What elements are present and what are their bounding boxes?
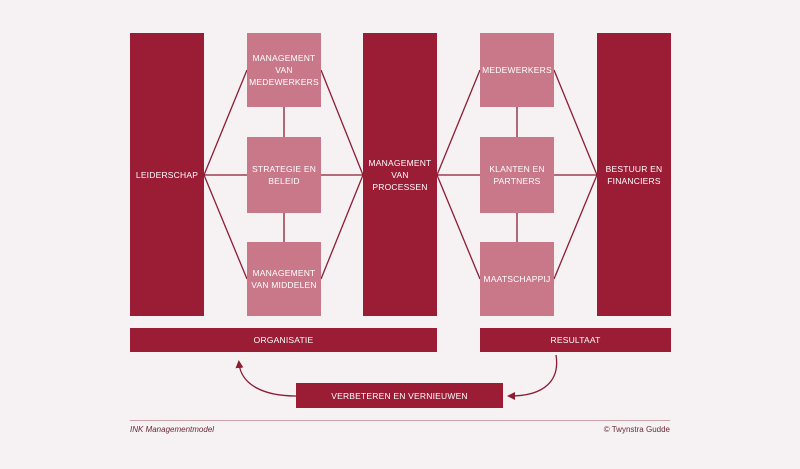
box-maatschappij: MAATSCHAPPIJ xyxy=(480,242,554,316)
box-management-van-processen-label: MANAGEMENT VAN PROCESSEN xyxy=(368,157,432,192)
connector-leiderschap-middelen xyxy=(203,174,248,280)
box-strategie-en-beleid-label: STRATEGIE EN BELEID xyxy=(251,164,317,186)
box-klanten-en-partners-label: KLANTEN EN PARTNERS xyxy=(489,164,545,186)
connector-medewerkers-bestuur xyxy=(553,69,598,176)
bar-organisatie: ORGANISATIE xyxy=(130,328,437,352)
box-klanten-en-partners: KLANTEN EN PARTNERS xyxy=(480,137,554,213)
arrow-to-organisatie xyxy=(235,360,297,397)
box-management-van-middelen: MANAGEMENT VAN MIDDELEN xyxy=(247,242,321,316)
footer-divider xyxy=(130,420,670,421)
box-bestuur-en-financiers-label: BESTUUR EN FINANCIERS xyxy=(605,163,663,186)
bar-resultaat-label: RESULTAAT xyxy=(550,335,601,345)
bar-verbeteren-en-vernieuwen: VERBETEREN EN VERNIEUWEN xyxy=(296,383,503,408)
box-management-van-medewerkers: MANAGEMENT VAN MEDEWERKERS xyxy=(247,33,321,107)
box-medewerkers: MEDEWERKERS xyxy=(480,33,554,107)
box-leiderschap: LEIDERSCHAP xyxy=(130,33,204,316)
bar-organisatie-label: ORGANISATIE xyxy=(253,335,314,345)
box-medewerkers-label: MEDEWERKERS xyxy=(482,65,552,75)
connector-medewerkers-processen xyxy=(320,69,364,176)
box-strategie-en-beleid: STRATEGIE EN BELEID xyxy=(247,137,321,213)
box-maatschappij-label: MAATSCHAPPIJ xyxy=(483,274,551,284)
arrow-from-resultaat xyxy=(507,354,558,400)
connector-processen-medewerkers xyxy=(436,69,481,176)
box-management-van-middelen-label: MANAGEMENT VAN MIDDELEN xyxy=(251,268,317,290)
footer-copyright: © Twynstra Gudde xyxy=(603,425,670,434)
connector-processen-maatschappij xyxy=(436,174,481,280)
connector-middelen-processen xyxy=(320,174,364,280)
connector-maatschappij-bestuur xyxy=(553,174,598,280)
connector-leiderschap-medewerkers xyxy=(203,69,248,176)
footer-title: INK Managementmodel xyxy=(130,425,215,434)
bar-resultaat: RESULTAAT xyxy=(480,328,671,352)
box-bestuur-en-financiers: BESTUUR EN FINANCIERS xyxy=(597,33,671,316)
bar-verbeteren-en-vernieuwen-label: VERBETEREN EN VERNIEUWEN xyxy=(331,390,468,401)
box-management-van-processen: MANAGEMENT VAN PROCESSEN xyxy=(363,33,437,316)
box-management-van-medewerkers-label: MANAGEMENT VAN MEDEWERKERS xyxy=(249,53,319,87)
box-leiderschap-label: LEIDERSCHAP xyxy=(135,169,199,180)
